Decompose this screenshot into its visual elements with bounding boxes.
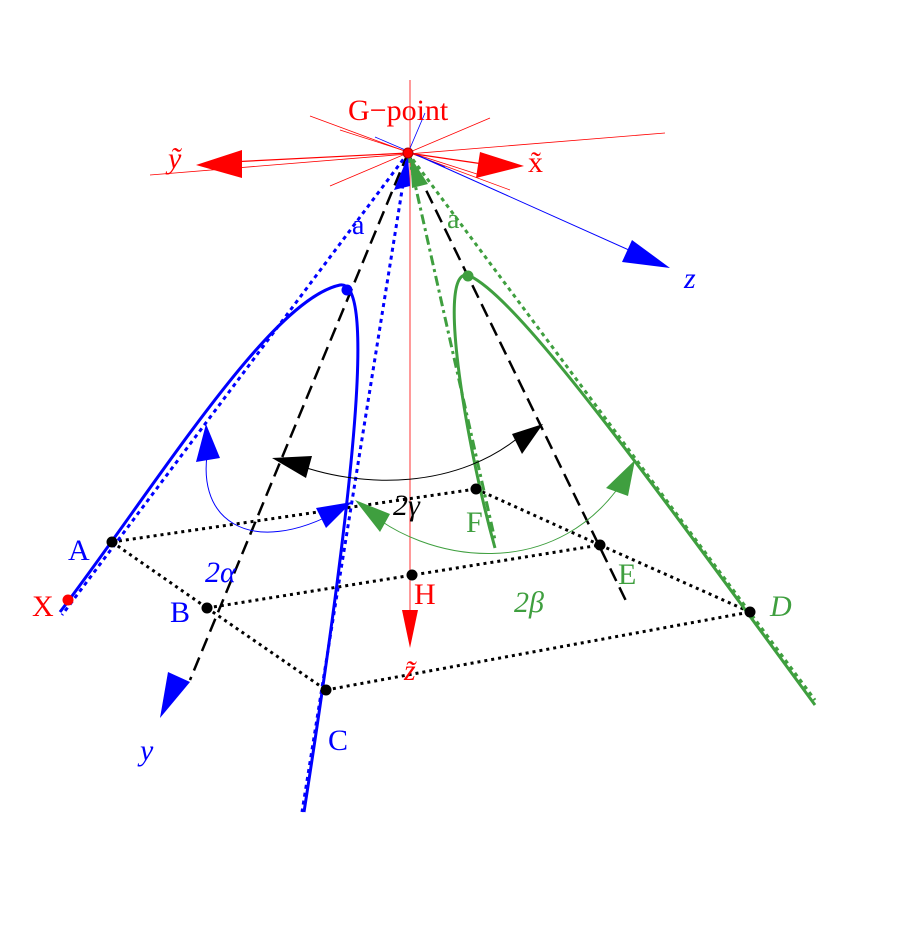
label-two-beta: 2β — [514, 586, 544, 619]
beta-arc — [364, 469, 631, 554]
gamma-arc-arrow-left — [272, 456, 312, 478]
label-x: X — [32, 590, 54, 623]
point-d — [744, 606, 756, 618]
label-y-tilde: ỹ — [165, 142, 182, 175]
green-tangent-point — [462, 270, 474, 282]
label-g-point: G−point — [348, 94, 449, 127]
label-c: C — [328, 724, 348, 757]
label-b: B — [170, 596, 190, 629]
label-two-alpha: 2α — [205, 556, 237, 589]
blue-tangent-point — [341, 284, 353, 296]
x-tilde-axis — [407, 152, 491, 166]
y-tilde-arrowhead — [196, 150, 242, 178]
label-a-green: a — [447, 204, 460, 235]
label-z-tilde: z̃ — [403, 654, 417, 687]
gamma-arc — [289, 431, 526, 481]
label-d: D — [769, 590, 792, 623]
label-f: F — [466, 506, 483, 539]
green-edges — [406, 152, 817, 706]
label-y: y — [137, 734, 154, 767]
blue-apex-arrowhead — [394, 156, 410, 190]
point-c — [320, 684, 332, 696]
label-e: E — [618, 558, 636, 591]
x-tilde-arrowhead — [476, 152, 524, 178]
beta-arc-arrow-left — [355, 500, 390, 532]
alpha-arc-arrow-top — [196, 424, 220, 462]
label-a: A — [68, 534, 90, 567]
alpha-arc — [205, 439, 341, 533]
point-f — [470, 483, 482, 495]
point-e — [594, 539, 606, 551]
z-axis-arrowhead — [622, 240, 670, 268]
blue-edges — [58, 152, 410, 813]
y-axis-arrowhead — [160, 672, 190, 718]
label-z: z — [683, 262, 696, 295]
pyramid-edges — [188, 152, 630, 681]
green-apex-arrowhead — [410, 156, 428, 188]
label-x-tilde: x̃ — [528, 146, 543, 179]
y-tilde-axis — [229, 152, 409, 163]
point-b — [201, 602, 213, 614]
point-g — [402, 147, 414, 159]
z-tilde-arrowhead — [402, 610, 418, 648]
gamma-arc-arrow-right — [512, 424, 543, 454]
point-x — [62, 594, 74, 606]
label-a-blue: a — [352, 210, 365, 241]
beta-arc-arrow-right — [606, 460, 635, 496]
point-h — [406, 569, 418, 581]
base-edges — [111, 487, 751, 692]
label-two-gamma: 2γ — [393, 489, 421, 522]
label-h: H — [414, 578, 436, 611]
alpha-arc-arrow-right — [316, 502, 352, 528]
point-a — [106, 536, 118, 548]
